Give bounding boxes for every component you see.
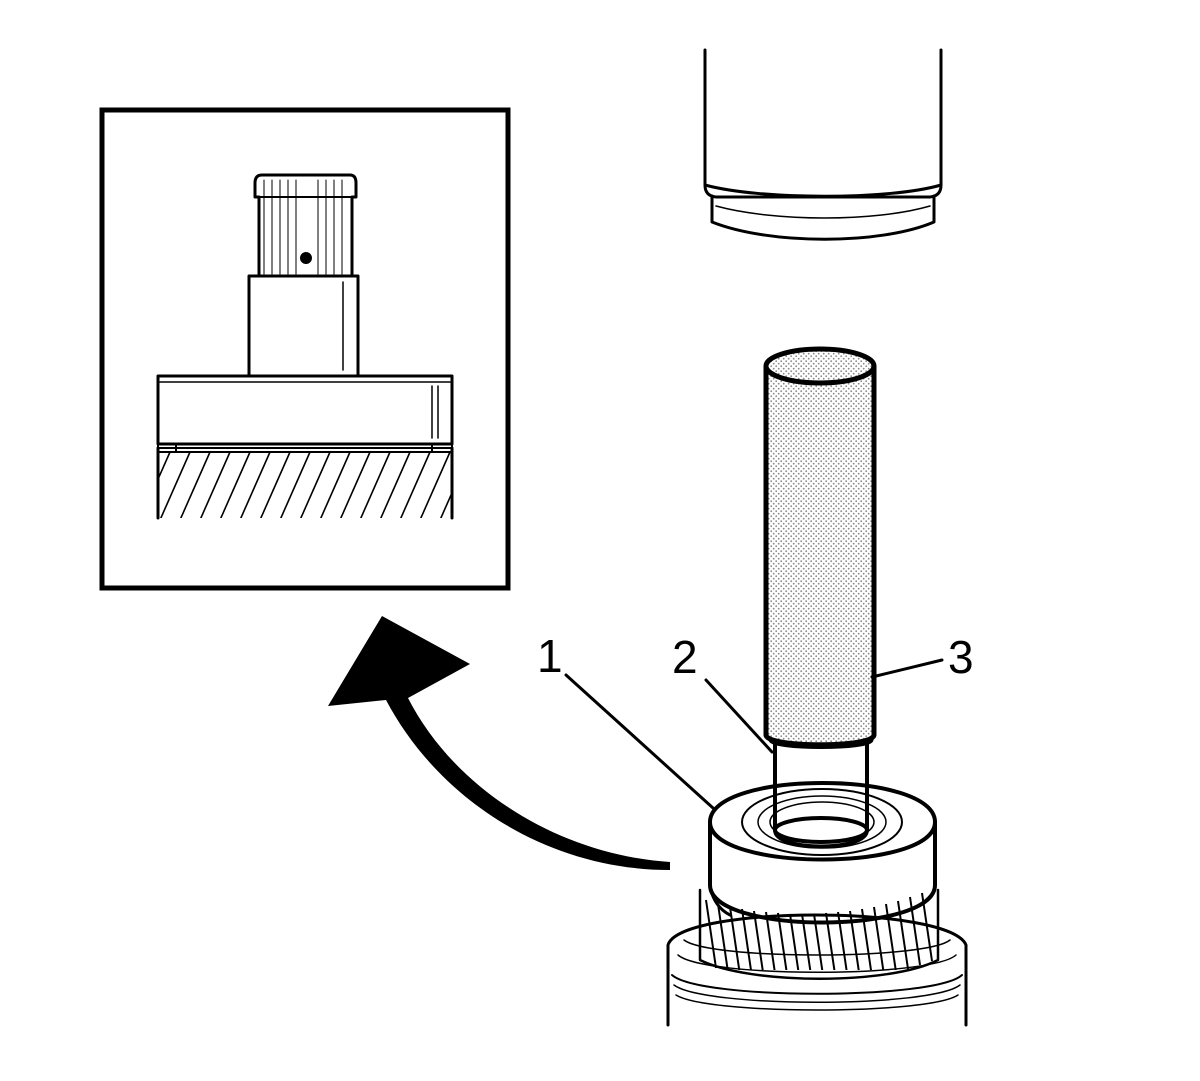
callout-label-2: 2: [672, 631, 698, 683]
helical-gear: [666, 888, 968, 1027]
press-ram: [703, 48, 943, 241]
callout-label-3: 3: [948, 631, 974, 683]
callout-leaders: [564, 658, 944, 810]
leader-line-2: [704, 678, 774, 754]
leader-line-3: [870, 658, 944, 679]
callout-label-1: 1: [537, 630, 563, 682]
inset-shaft-dot: [300, 252, 312, 264]
inset-gear-section: [156, 446, 454, 520]
inset-frame: [99, 107, 511, 591]
installer-tool: [763, 346, 877, 748]
leader-line-1: [564, 673, 715, 810]
bearing: [708, 781, 937, 925]
detail-inset: [99, 107, 511, 591]
curved-arrow-icon: [328, 616, 670, 870]
